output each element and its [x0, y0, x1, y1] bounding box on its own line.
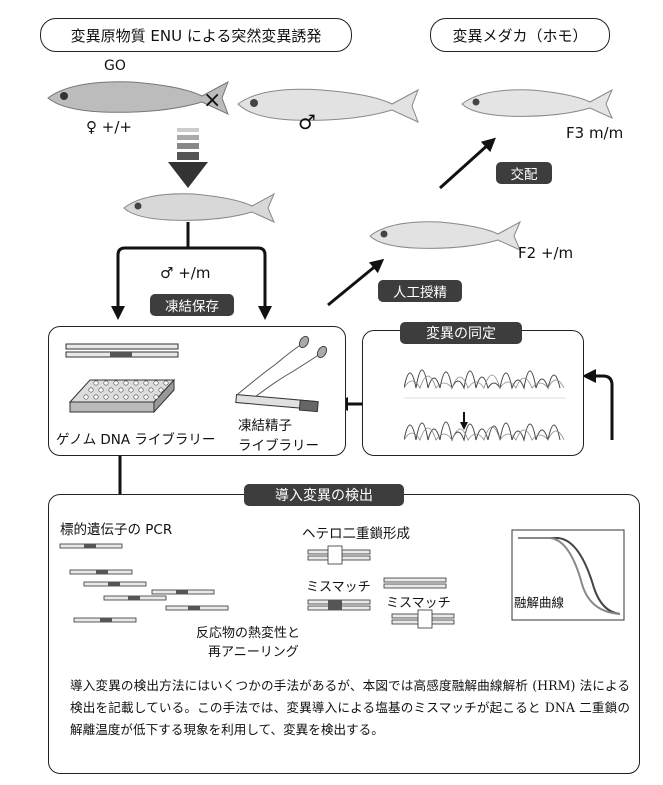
pcr-products-icon	[59, 543, 229, 623]
freeze-tag: 凍結保存	[150, 294, 234, 316]
heteroduplex-icon	[307, 545, 455, 629]
mismatch-label-2: ミスマッチ	[386, 596, 451, 611]
male-symbol: ♂	[298, 110, 316, 134]
mating-tag: 交配	[496, 162, 552, 184]
mutagenesis-title: 変異原物質 ENU による突然変異誘発	[40, 18, 352, 52]
fish-male-icon	[237, 88, 419, 123]
denature-label-1: 反応物の熱変性と	[196, 626, 301, 641]
melt-curve-label: 融解曲線	[514, 595, 565, 610]
sequencing-trace-icon	[404, 369, 566, 442]
identification-tag: 変異の同定	[400, 322, 522, 344]
f2-label: F2 +/m	[518, 244, 574, 262]
mismatch-label-1: ミスマッチ	[306, 580, 371, 595]
mutagenesis-title-text: 変異原物質 ENU による突然変異誘発	[70, 26, 322, 45]
description-text: 導入変異の検出方法にはいくつかの手法があるが、本図では高感度融解曲線解析 (HR…	[70, 678, 630, 737]
fish-f1-icon	[123, 192, 276, 223]
detection-tag: 導入変異の検出	[244, 484, 404, 506]
well-plate-icon	[83, 380, 169, 400]
pcr-label: 標的遺伝子の PCR	[60, 522, 173, 538]
go-label: GO	[104, 58, 126, 74]
sperm-library-label-2: ライブラリー	[238, 438, 319, 454]
insemination-tag: 人工授精	[378, 280, 462, 302]
mutant-medaka-title: 変異メダカ（ホモ）	[430, 18, 610, 52]
hetero-duplex-label: ヘテロ二重鎖形成	[302, 526, 410, 542]
melt-curve-icon	[511, 529, 625, 621]
fish-f3-icon	[461, 88, 614, 119]
sperm-icon	[235, 335, 328, 413]
sperm-library-label-1: 凍結精子	[238, 418, 292, 434]
female-genotype-label: ♀ +/+	[86, 118, 132, 136]
fish-female-icon	[47, 80, 229, 115]
fish-f2-icon	[369, 220, 522, 251]
denature-label-2: 再アニーリング	[208, 645, 299, 660]
mutant-medaka-title-text: 変異メダカ（ホモ）	[452, 26, 588, 45]
cross-symbol: ×	[203, 88, 222, 113]
genome-library-label: ゲノム DNA ライブラリー	[56, 432, 216, 448]
male-het-label: ♂ +/m	[160, 264, 211, 282]
f3-label: F3 m/m	[566, 124, 624, 142]
